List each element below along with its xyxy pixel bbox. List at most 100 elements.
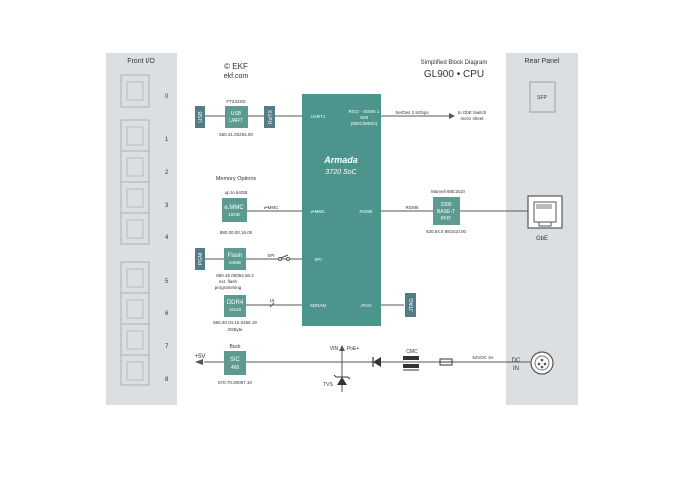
phy-part-number: 630.54.5 881510.00 <box>426 229 467 234</box>
emmc-bus-label: e•MMC <box>264 205 280 210</box>
jtag-tag <box>405 293 416 317</box>
flash-note-2: programming <box>215 285 242 290</box>
front-port-label-2: 2 <box>165 170 169 176</box>
sfp-label: SFP <box>537 95 547 101</box>
usb-uart-line2: UART <box>229 118 243 124</box>
dc-connector-icon <box>530 351 554 375</box>
rxtx-tag <box>264 106 275 128</box>
usb-section: USB FT234XD USB UART 650.41.00294.00 Rx/… <box>195 99 275 137</box>
sic-line1: SiC <box>230 357 240 363</box>
ddr4-block <box>224 295 246 317</box>
front-port-rj45-6 <box>126 299 144 319</box>
serdes-dest-1: to GbE Switch <box>458 110 487 115</box>
poe-label: PoE+ <box>347 346 359 352</box>
soc-block: Armada 3720 SoC UART1 RGO · SGMII 1 SMI … <box>302 94 381 326</box>
connection-lines <box>204 115 530 392</box>
input-rating: 54VDC 3A <box>472 355 493 360</box>
memory-size: up to 64GB <box>225 190 248 195</box>
usb-tag-text: USB <box>198 111 204 123</box>
front-port-label-8: 8 <box>165 377 169 383</box>
arrow-up-icon <box>339 345 345 351</box>
power-section: Buck SiC 466 670.70.00067.10 +5V VIN PoE… <box>195 344 494 388</box>
soc-port-jtag: JTAG <box>360 303 372 308</box>
rear-panel-title: Rear Panel <box>524 58 559 65</box>
copyright-text: © EKF <box>224 62 248 71</box>
buck-label: Buck <box>229 344 241 350</box>
tvs-label: TVS <box>323 382 333 388</box>
front-port-rj45-2 <box>126 157 144 177</box>
front-port-rj45-3 <box>126 188 144 208</box>
usb-uart-line1: USB <box>231 111 242 117</box>
flash-line2: 64MB <box>229 260 241 265</box>
phy-line2: BASE-T <box>437 209 455 215</box>
front-port-rj45-5 <box>126 268 144 288</box>
front-port-label-6: 6 <box>165 311 169 317</box>
soc-port-sgmii: RGO · SGMII 1 <box>349 109 380 114</box>
front-port-label-1: 1 <box>165 137 169 143</box>
ddr4-line2: 16x16 <box>229 307 242 312</box>
dc-label: DC <box>512 358 521 364</box>
tvs-diode-icon <box>333 374 351 385</box>
phy-section: Marvell 88E1510 1000 BASE-T PHY 630.54.5… <box>406 189 467 234</box>
fuse-icon <box>439 358 453 366</box>
phy-block <box>433 197 460 225</box>
rear-panel: Rear Panel SFP GbE DC IN <box>506 53 578 405</box>
phy-chip-name: Marvell 88E1510 <box>431 189 465 194</box>
diagram-title: Simplified Block Diagram <box>421 60 488 66</box>
product-title: GL900 • CPU <box>424 69 484 80</box>
soc-model: 3720 SoC <box>325 169 357 176</box>
in-label: IN <box>513 366 519 372</box>
flash-part-number: 660.45.00064.50.2 <box>216 273 254 278</box>
front-port-rj45-7 <box>126 330 144 350</box>
soc-port-mdc: (MDC/MDIO) <box>351 121 378 126</box>
front-port-rj45-8 <box>126 361 144 381</box>
soc-port-uart: UART1 <box>311 114 326 119</box>
website-text: ekf.com <box>224 73 249 80</box>
phy-line3: PHY <box>441 216 452 222</box>
front-port-rj45-0 <box>126 81 144 101</box>
memory-section: Memory Options up to 64GB e.MMC 16GB 880… <box>216 176 279 235</box>
usb-part-number: 650.41.00294.00 <box>219 132 253 137</box>
serdes-label: SerDes 2.5Gbps <box>395 110 429 115</box>
arrow-right-icon <box>449 113 455 119</box>
flash-note-1: ext. flash <box>219 279 238 284</box>
ddr4-size: 2GByte <box>227 327 243 332</box>
flash-switch-icon <box>278 254 290 261</box>
arrowheads <box>195 113 455 365</box>
emmc-part-number: 880.00.00.16.00 <box>220 230 253 235</box>
ddr-section: DDR4 16x16 660.40.04.16.0466.19 2GByte 1… <box>213 295 275 332</box>
output-voltage: +5V <box>195 354 206 360</box>
sfp-port <box>529 81 556 113</box>
flash-line1: Flash <box>228 253 243 259</box>
emmc-line1: e.MMC <box>224 205 244 211</box>
usb-chip-name: FT234XD <box>226 99 246 104</box>
flash-section: PGM Flash 64MB 660.45.00064.50.2 SPI ext… <box>195 248 290 290</box>
arrow-left-icon <box>195 359 203 365</box>
flash-bus-label: SPI <box>267 253 274 258</box>
emmc-block <box>222 198 247 222</box>
rxtx-tag-text: Rx/TX <box>268 109 274 124</box>
usb-port-tag <box>195 106 205 128</box>
front-port-label-0: 0 <box>165 94 169 100</box>
ethernet-port-icon <box>527 195 563 229</box>
soc-port-sdram: SDRAM <box>310 303 327 308</box>
ddr4-bus-width: 16 <box>269 298 275 303</box>
ddr4-part-number: 660.40.04.16.0466.19 <box>213 320 257 325</box>
sic-block <box>224 351 246 375</box>
front-port-rj45-1 <box>126 126 144 146</box>
emmc-line2: 16GB <box>228 212 240 217</box>
soc-port-spi: SPI <box>314 257 321 262</box>
serdes-dest-2: mezz sheet <box>460 116 484 121</box>
sic-line2: 466 <box>231 365 240 371</box>
ddr4-line1: DDR4 <box>227 300 244 306</box>
phy-line1: 1000 <box>440 202 451 208</box>
flash-block <box>224 248 246 270</box>
memory-options-title: Memory Options <box>216 176 257 182</box>
soc-port-smi: SMI <box>360 115 368 120</box>
front-port-rj45-4 <box>126 219 144 239</box>
usb-uart-block <box>225 106 248 128</box>
front-port-label-7: 7 <box>165 344 169 350</box>
front-io-panel: Front I/O 0 1 2 3 4 5 6 7 8 <box>106 53 177 405</box>
soc-name: Armada <box>323 155 358 165</box>
